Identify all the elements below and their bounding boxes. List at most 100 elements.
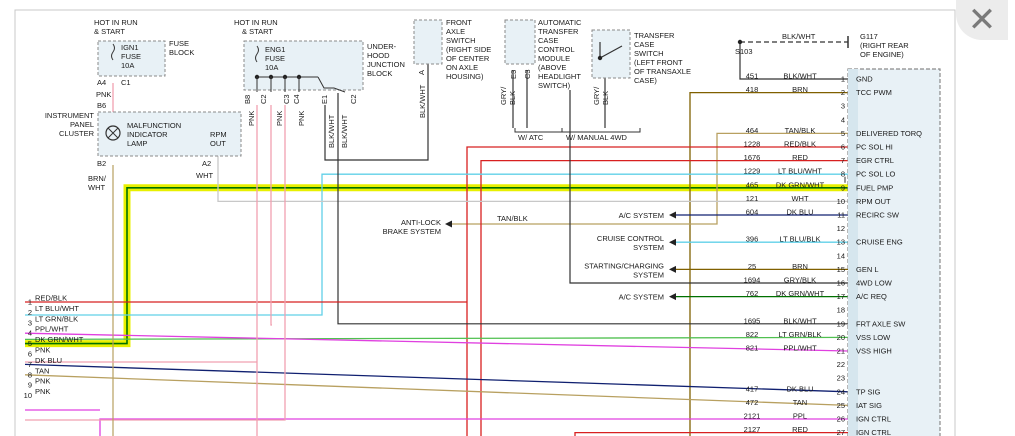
hot-in-run-2: HOT IN RUN: [234, 18, 278, 27]
rpm-out-wire: [217, 150, 848, 203]
pcm-pin-9-num: 9: [841, 183, 845, 192]
pcm-pin-7-circuit: 1676: [744, 153, 761, 162]
wire-label-blkwht-fa: BLK/WHT: [418, 84, 427, 118]
pcm-pin-6-num: 6: [841, 143, 845, 152]
tcc-wire: [689, 91, 848, 436]
fuse-ign1-amps: 10A: [121, 61, 134, 70]
pcm-pin-16-circuit: 1694: [744, 276, 761, 285]
pcm-pin-24-num: 24: [837, 387, 845, 396]
pcm-pin-5-label: DELIVERED TORQ: [856, 129, 922, 138]
ipc-rpm-1: RPM: [210, 130, 227, 139]
underhood-conn-5: C2: [349, 94, 358, 104]
underhood-conn-1: C2: [259, 94, 268, 104]
pcm-pin-6-circuit: 1228: [744, 140, 761, 149]
left-pin-1-color: RED/BLK: [35, 294, 67, 303]
pcm-pin-24-label: TP SIG: [856, 387, 881, 396]
pcm-pin-21-color: PPL/WHT: [783, 344, 817, 353]
vss-low-wire: [24, 336, 849, 341]
ipc-label-2: CLUSTER: [59, 129, 95, 138]
wire-label-blkwht-a: BLK/WHT: [327, 114, 336, 148]
ipc-lamp-1: MALFUNCTION: [127, 121, 181, 130]
system-arrow-0: [669, 211, 676, 219]
pcm-pin-21-circuit: 821: [746, 344, 759, 353]
ipc-lamp-3: LAMP: [127, 139, 147, 148]
tcase-label-3: (LEFT FRONT: [634, 58, 683, 67]
atc-conn-e3: E3: [509, 70, 518, 79]
left-pin-5-color: DK GRN/WHT: [35, 335, 84, 344]
atc-label-2: CASE: [538, 36, 558, 45]
fuse-block-label-1: FUSE: [169, 39, 189, 48]
pcm-pin-27-label: IGN CTRL: [856, 428, 891, 436]
front-axle-label-1: AXLE: [446, 27, 465, 36]
underhood-label-0: UNDER-: [367, 42, 397, 51]
pcm-pin-26-label: IGN CTRL: [856, 415, 891, 424]
close-button[interactable]: ✕: [956, 0, 1008, 40]
atc-label-3: CONTROL: [538, 45, 575, 54]
left-pin-4-color: PPL/WHT: [35, 325, 69, 334]
bus-split: [317, 76, 346, 93]
fuse-eng1-label: FUSE: [265, 54, 285, 63]
pcm-pin-11-circuit: 604: [746, 208, 759, 217]
underhood-label-3: BLOCK: [367, 69, 392, 78]
fuse-ign1-label: FUSE: [121, 52, 141, 61]
pcm-pin-11-num: 11: [837, 211, 845, 220]
pcm-pin-17-color: DK GRN/WHT: [776, 289, 825, 298]
pcm-pin-7-num: 7: [841, 156, 845, 165]
pnk-wire-b: [270, 105, 272, 326]
pcm-pin-23-num: 23: [837, 374, 845, 383]
close-icon[interactable]: ✕: [967, 0, 997, 40]
ipc-wire-brn: BRN/: [88, 174, 107, 183]
tcase-switch-box: [591, 29, 631, 79]
ipc-conn-a2: A2: [202, 159, 211, 168]
pcm-pin-17-circuit: 762: [746, 289, 759, 298]
mil-lamp-icon: [105, 125, 121, 141]
underhood-label-1: HOOD: [367, 51, 390, 60]
pcm-pin-10-label: RPM OUT: [856, 197, 891, 206]
pcm-pin-25-circuit: 472: [746, 398, 759, 407]
front-axle-label-0: FRONT: [446, 18, 472, 27]
system-label-2-b: SYSTEM: [633, 270, 664, 279]
system-label-1-a: CRUISE CONTROL: [597, 234, 664, 243]
pcm-pin-13-num: 13: [837, 238, 845, 247]
system-arrow-1: [669, 238, 676, 246]
underhood-label-2: JUNCTION: [367, 60, 405, 69]
left-pin-10-color: PNK: [35, 387, 50, 396]
fuse-block-label-2: BLOCK: [169, 48, 194, 57]
abs-label-1: ANTI-LOCK: [401, 218, 441, 227]
left-pin-4-num: 4: [28, 329, 32, 338]
left-pin-9-color: PNK: [35, 377, 50, 386]
fuel-pump-highlight: [25, 184, 848, 348]
pcm-pin-9-circuit: 465: [746, 180, 759, 189]
fuse-conn-a4: A4: [97, 78, 106, 87]
pcm-pin-9-label: FUEL PMP: [856, 183, 893, 192]
left-pin-3-num: 3: [28, 318, 32, 327]
and-start-2: & START: [242, 27, 273, 36]
hot-in-run-1: HOT IN RUN: [94, 18, 138, 27]
fuel-pump-wire: [25, 187, 848, 345]
pcm-pin-1-num: 1: [841, 75, 845, 84]
ipc-rpm-2: OUT: [210, 139, 226, 148]
pcm-pin-21-label: VSS HIGH: [856, 347, 892, 356]
pcm-pin-1-label: GND: [856, 75, 873, 84]
underhood-conn-2: C3: [282, 94, 291, 104]
pcm-pin-16-color: GRY/BLK: [784, 276, 816, 285]
pcm-pin-25-label: IAT SIG: [856, 401, 882, 410]
pcm-pin-9-color: DK GRN/WHT: [776, 180, 825, 189]
fuse-symbol-1: [111, 43, 115, 61]
pcm-pin-5-circuit: 464: [746, 126, 759, 135]
fuse-eng1-name: ENG1: [265, 45, 285, 54]
underhood-conn-0: B8: [243, 95, 252, 104]
torq-wire: [452, 132, 848, 225]
front-axle-label-5: ON AXLE: [446, 63, 478, 72]
pcm-pin-14-num: 14: [837, 251, 845, 260]
pcm-pin-11-label: RECIRC SW: [856, 211, 900, 220]
pcm-pin-2-label: TCC PWM: [856, 88, 892, 97]
pcm-pin-22-num: 22: [837, 360, 845, 369]
pcm-pin-27-circuit: 2127: [744, 425, 761, 434]
pcm-pin-13-circuit: 396: [746, 235, 759, 244]
pcm-pin-4-num: 4: [841, 115, 845, 124]
underhood-conn-4: E1: [320, 95, 329, 104]
pcm-pin-15-label: GEN L: [856, 265, 879, 274]
